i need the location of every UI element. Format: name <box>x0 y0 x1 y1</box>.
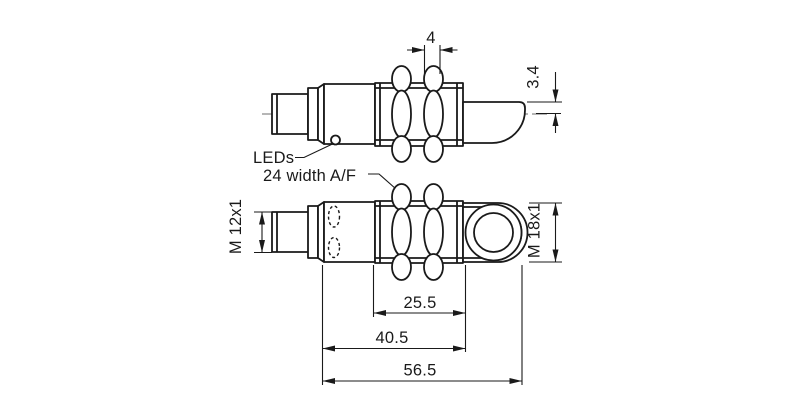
dim-thread-length: 25.5 <box>404 294 437 312</box>
barrel-relief-lines-top <box>375 201 463 263</box>
hex-nut-1-top <box>391 183 412 281</box>
wrench-flats-leader-line <box>368 173 397 190</box>
side-view: 4 3.4 LEDs 24 width A/F <box>253 29 562 190</box>
led-indicator <box>330 134 341 146</box>
label-leds-group: LEDs <box>253 143 334 167</box>
dim-connector-thread-group: M 12x1 <box>227 199 272 254</box>
top-view: M 12x1 M 18x1 25.5 40.5 <box>227 183 562 385</box>
label-leds: LEDs <box>253 149 294 167</box>
housing-body-top <box>323 201 376 263</box>
hex-nut-1 <box>391 65 412 163</box>
leds-leader-line <box>295 143 334 159</box>
led-window-2 <box>327 236 341 259</box>
sensor-head-side <box>462 101 526 144</box>
barrel-relief-lines <box>375 83 463 146</box>
dim-axis-offset: 3.4 <box>525 65 543 89</box>
threaded-barrel <box>374 82 464 147</box>
dim-overall-length-group: 56.5 <box>322 265 523 385</box>
connector-shoulder-top <box>307 205 319 259</box>
label-wrench-flats-group: 24 width A/F <box>263 167 397 190</box>
lens-inner <box>473 212 514 253</box>
housing-body <box>323 83 376 145</box>
dim-connector-thread: M 12x1 <box>227 199 245 254</box>
led-window-1 <box>327 205 341 228</box>
dim-barrel-thread: M 18x1 <box>526 203 544 258</box>
hex-nut-2 <box>423 65 444 163</box>
dim-body-length: 40.5 <box>376 329 409 347</box>
label-wrench-flats: 24 width A/F <box>263 167 356 185</box>
dim-axis-offset-group: 3.4 <box>525 65 562 133</box>
threaded-barrel-top <box>374 200 464 264</box>
dim-body-length-group: 40.5 <box>321 265 466 385</box>
dim-nut-width: 4 <box>426 29 435 47</box>
dim-nut-width-group: 4 <box>407 29 458 74</box>
dim-barrel-thread-group: M 18x1 <box>526 202 562 263</box>
dim-overall-length: 56.5 <box>404 362 437 380</box>
dim-thread-length-group: 25.5 <box>372 265 467 352</box>
connector-shoulder <box>307 87 319 141</box>
hex-nut-2-top <box>423 183 444 281</box>
